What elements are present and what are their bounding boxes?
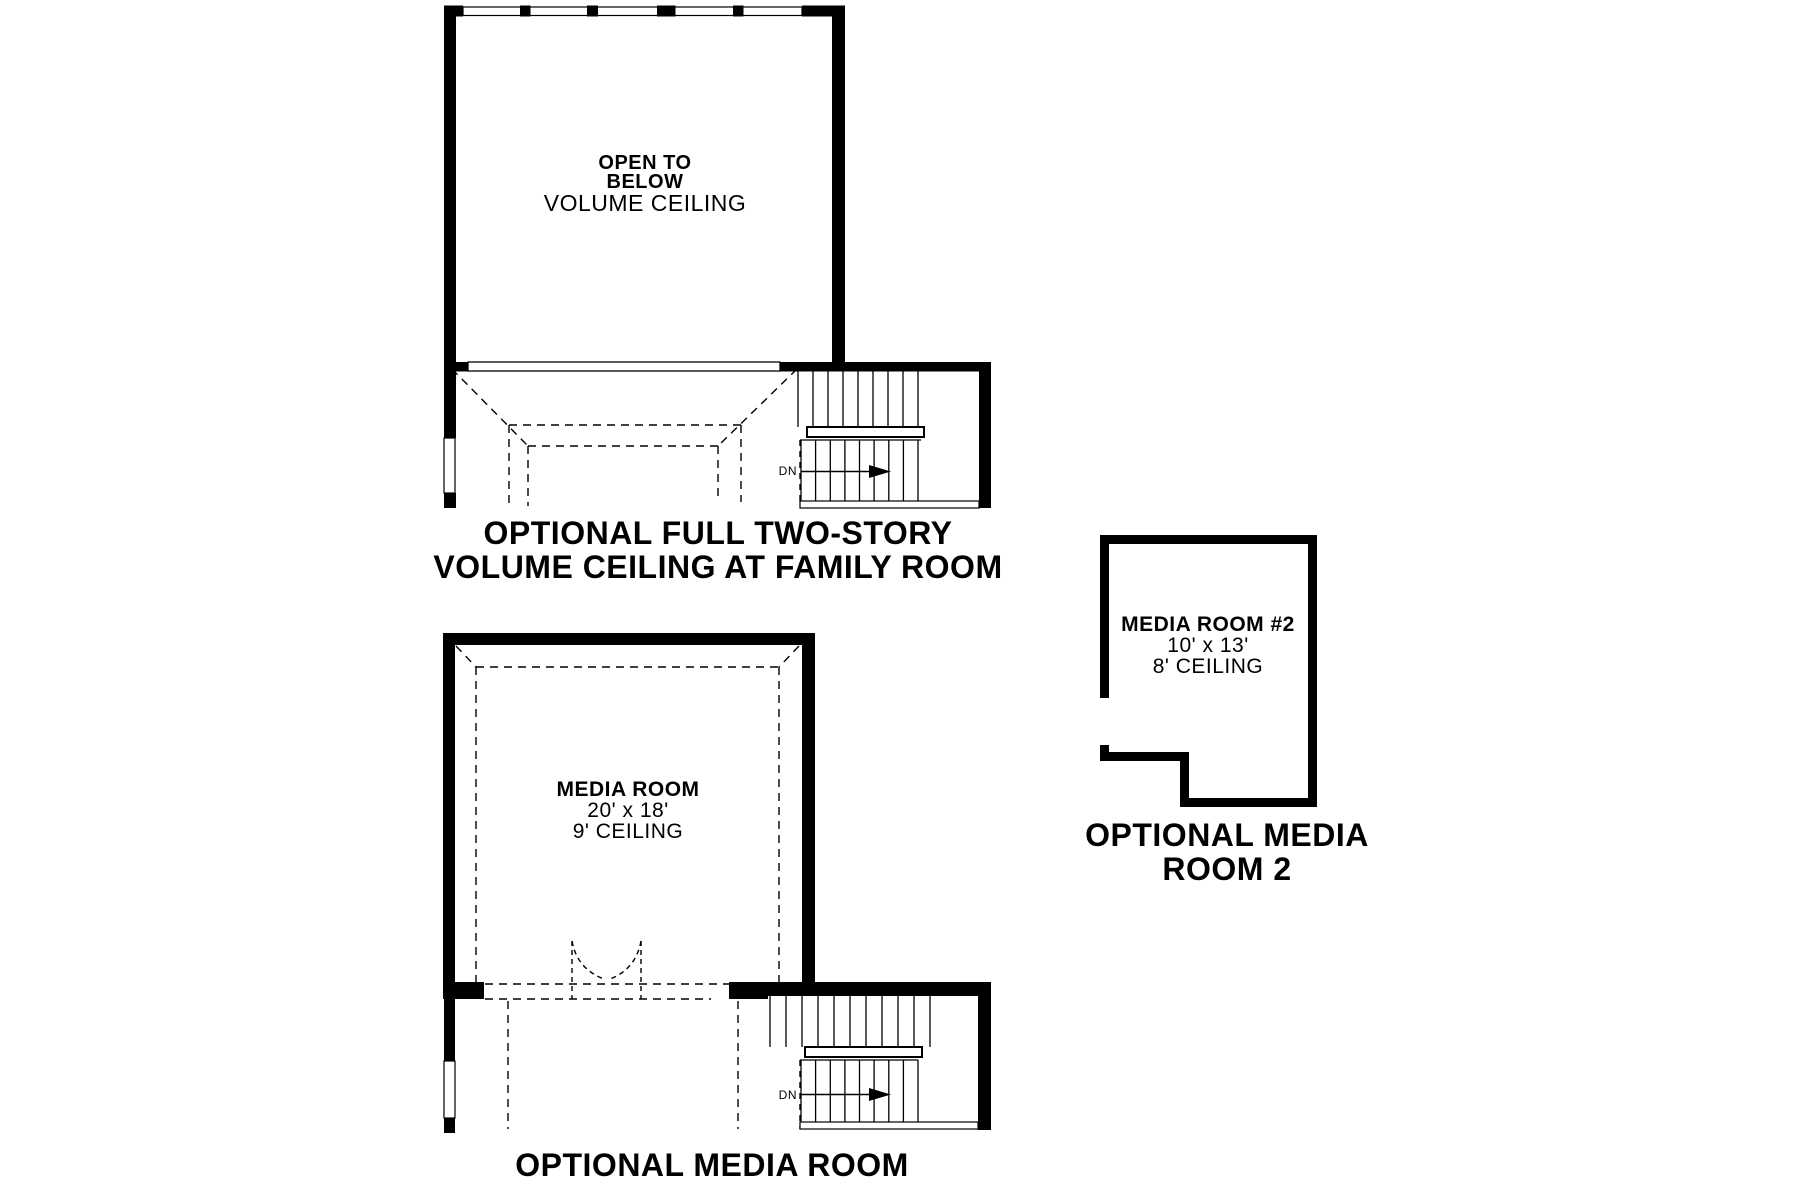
stair-handrail — [804, 1046, 923, 1058]
upper-flight-treads — [797, 371, 919, 427]
media-room-2-caption: OPTIONAL MEDIA ROOM 2 — [1085, 818, 1369, 886]
media-room-2-label: MEDIA ROOM #2 10' x 13' 8' CEILING — [1121, 614, 1295, 677]
left-wall-window — [443, 437, 456, 494]
down-arrow-icon — [801, 1088, 891, 1101]
notch-wall-vertical — [1180, 752, 1189, 807]
ceiling-break-lines — [451, 368, 798, 506]
right-wall — [832, 6, 845, 371]
lower-flight-treads — [800, 440, 919, 501]
left-wall-stub — [444, 1118, 455, 1133]
media-room-2-plan — [1100, 535, 1317, 807]
stair-bottom-band — [799, 500, 980, 509]
media-room-plan — [443, 633, 991, 1133]
room-label-name: MEDIA ROOM — [556, 778, 700, 801]
stair-right-wall — [978, 996, 991, 1130]
top-wall — [443, 633, 815, 645]
left-wall-window — [443, 1060, 456, 1119]
room-label-line: BELOW — [606, 171, 684, 193]
two-story-caption: OPTIONAL FULL TWO-STORY VOLUME CEILING A… — [433, 516, 1002, 584]
caption-line: OPTIONAL FULL TWO-STORY — [483, 515, 953, 551]
caption-line: OPTIONAL MEDIA ROOM — [515, 1147, 909, 1183]
down-arrow-icon — [801, 465, 891, 478]
right-wall — [1308, 535, 1317, 807]
staircase — [769, 996, 979, 1130]
left-wall-lower — [444, 999, 455, 1061]
left-wall-stub — [1100, 745, 1109, 761]
caption-line: ROOM 2 — [1162, 851, 1292, 887]
left-wall — [443, 633, 455, 983]
right-wall — [802, 633, 815, 983]
window-band — [444, 5, 845, 17]
stair-top-wall — [780, 362, 991, 372]
media-room-label: MEDIA ROOM 20' x 18' 9' CEILING — [556, 779, 699, 842]
stair-right-wall — [979, 362, 991, 508]
stair-handrail — [806, 426, 925, 438]
media-room-caption: OPTIONAL MEDIA ROOM — [515, 1148, 909, 1182]
bottom-wall-right — [729, 982, 768, 999]
room-label-name: MEDIA ROOM #2 — [1121, 613, 1295, 636]
caption-line: VOLUME CEILING AT FAMILY ROOM — [433, 549, 1003, 585]
bottom-wall-left — [443, 982, 484, 999]
room-label-dimensions: 20' x 18' — [587, 799, 669, 822]
room-label-line: OPEN TO — [598, 152, 692, 174]
room-label-ceiling: 9' CEILING — [572, 820, 684, 843]
room-label-ceiling: 8' CEILING — [1152, 655, 1264, 678]
left-wall-stub — [444, 493, 456, 508]
two-story-room-label: OPEN TO BELOW VOLUME CEILING — [543, 152, 747, 216]
two-story-plan — [443, 5, 991, 509]
staircase — [797, 371, 980, 509]
left-wall — [444, 6, 456, 438]
stair-top-wall — [768, 982, 991, 996]
top-wall — [1100, 535, 1317, 544]
room-label-dimensions: 10' x 13' — [1167, 634, 1249, 657]
stair-bottom-band — [799, 1121, 979, 1130]
double-door — [571, 940, 642, 999]
lower-flight-treads — [800, 1060, 919, 1122]
stair-down-label: DN — [778, 1088, 797, 1102]
bottom-wall — [1180, 798, 1317, 807]
balcony-railing — [467, 361, 781, 372]
notch-wall-horizontal — [1100, 752, 1189, 761]
caption-line: OPTIONAL MEDIA — [1085, 817, 1369, 853]
opening-lines — [485, 983, 739, 1129]
tray-ceiling-lines — [455, 645, 800, 983]
stair-down-label: DN — [778, 464, 797, 478]
upper-flight-treads — [769, 996, 931, 1047]
left-wall — [1100, 535, 1109, 698]
railing-wall-stub — [444, 362, 469, 372]
room-label-subtitle: VOLUME CEILING — [543, 190, 747, 216]
